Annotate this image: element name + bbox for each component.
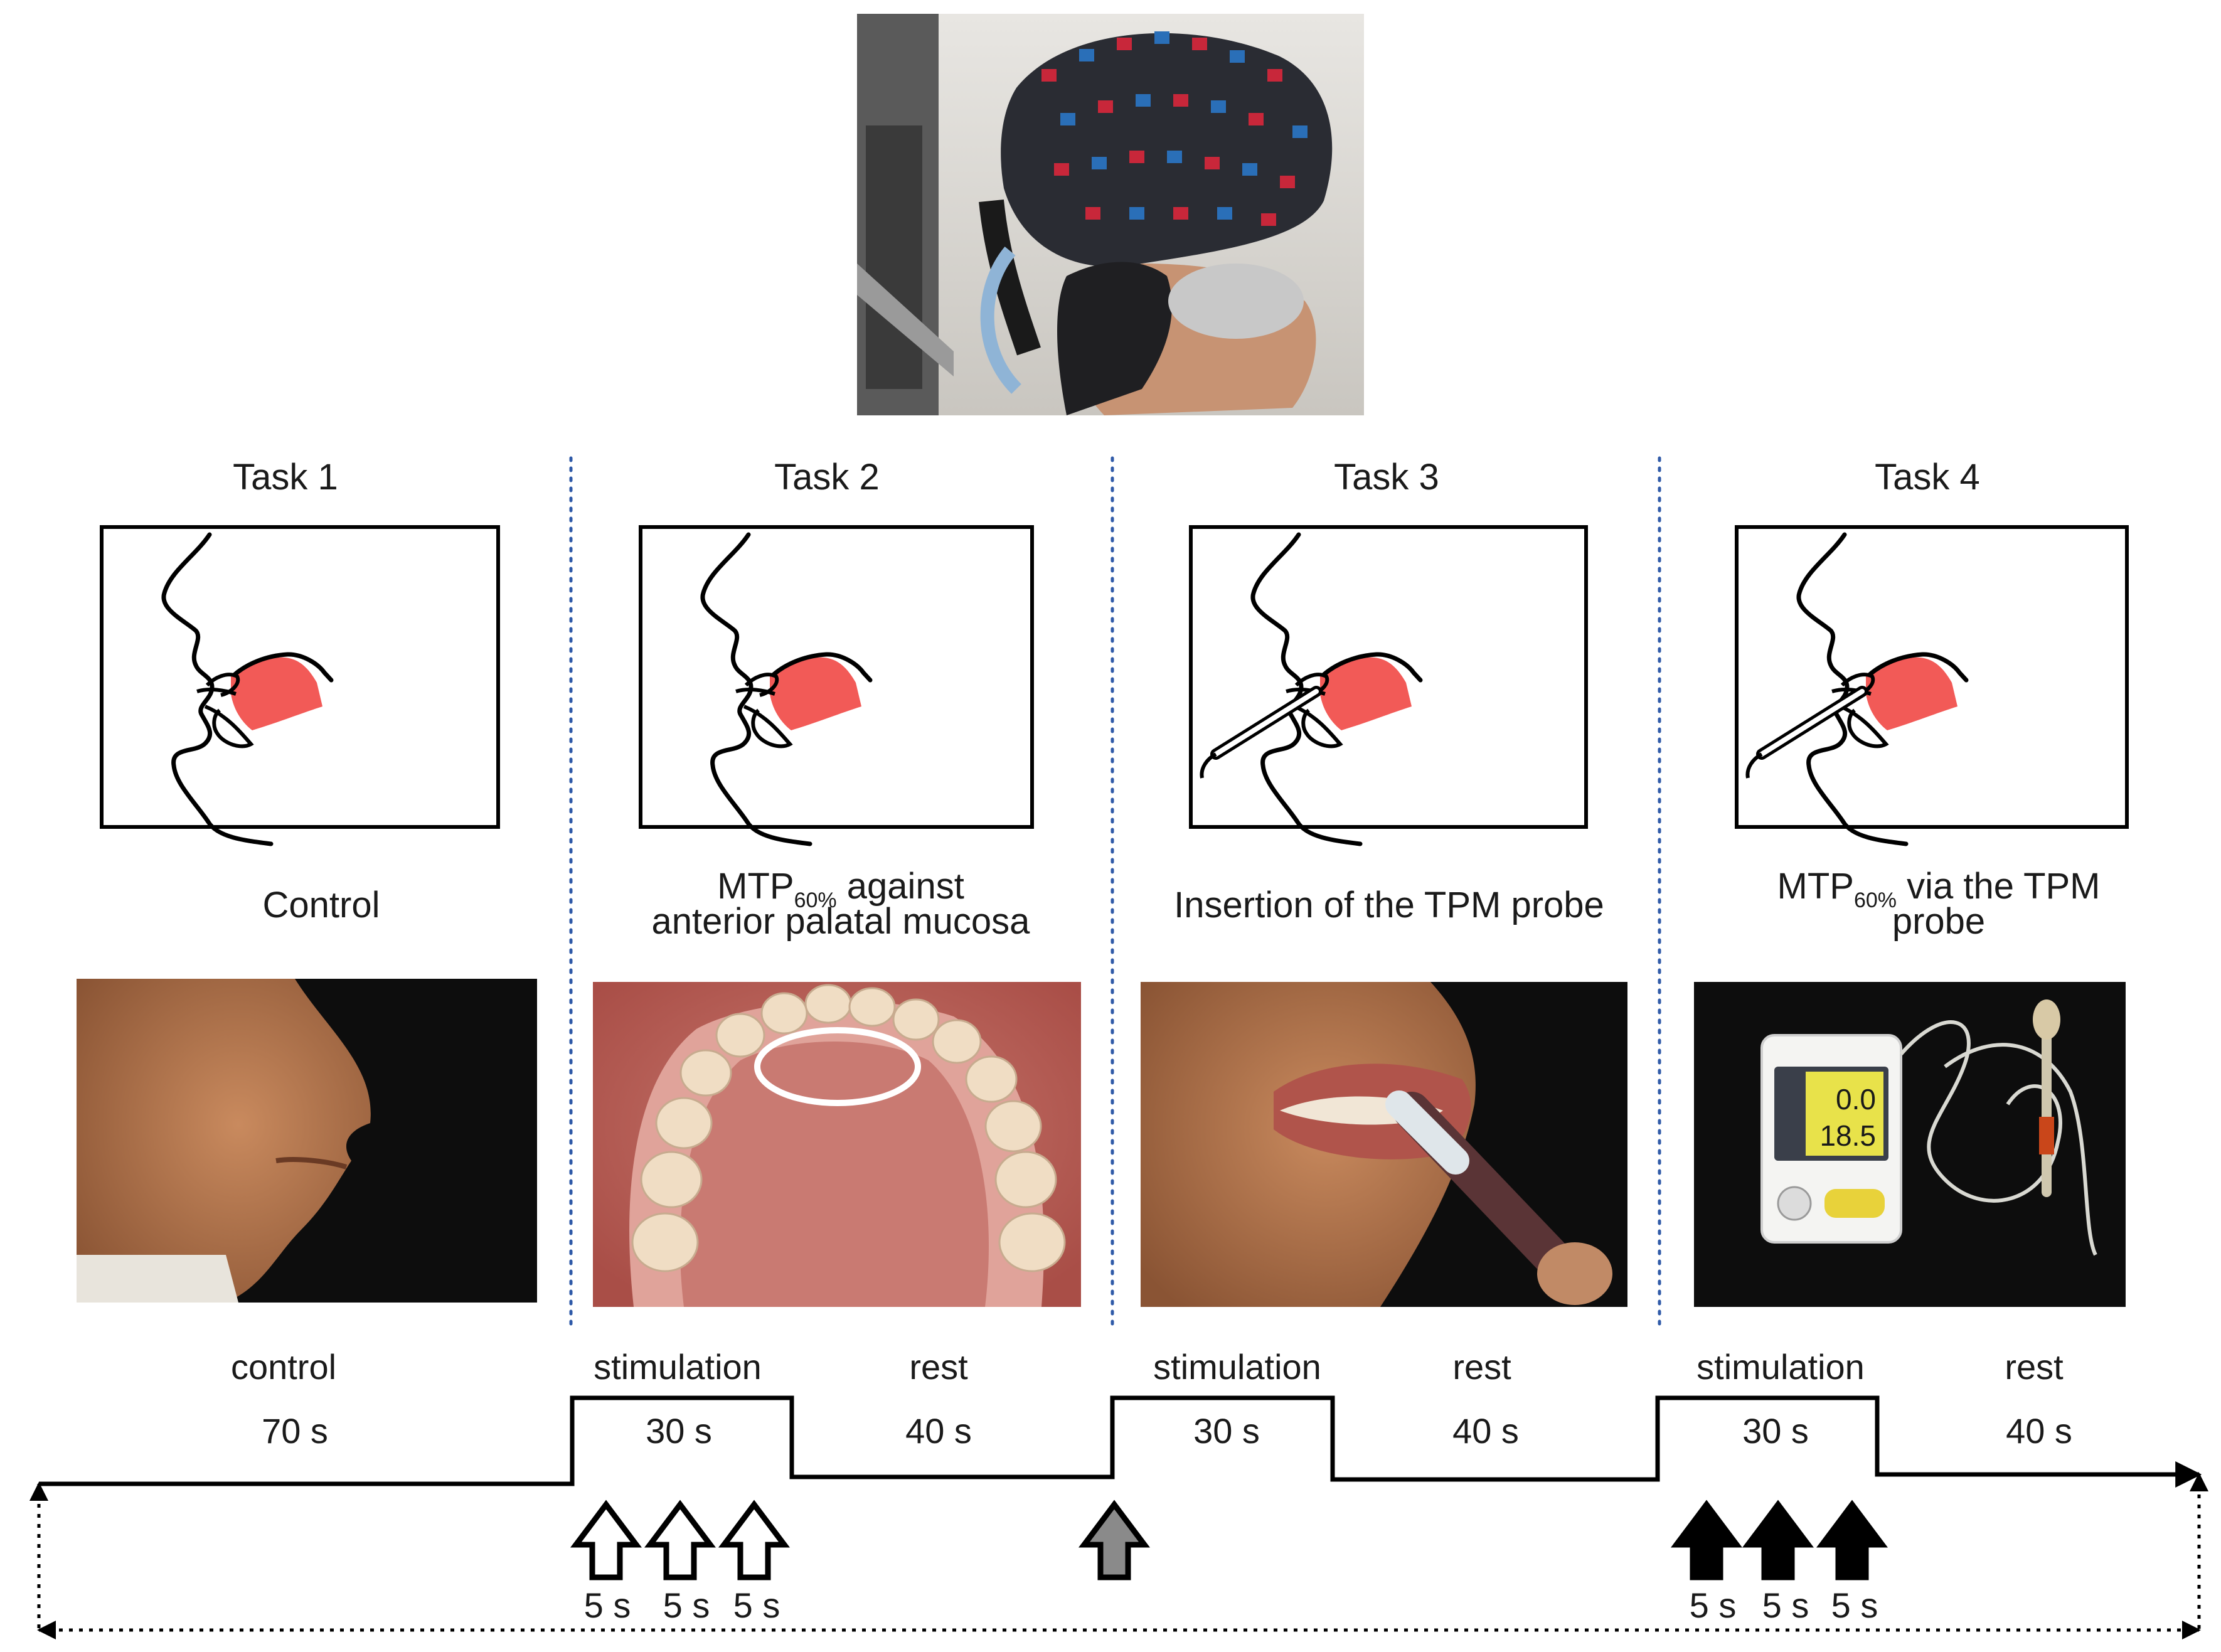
open-arrow-3 [718,1500,790,1580]
eeg-electrodes [1041,31,1308,226]
display-bottom-value: 18.5 [1819,1119,1876,1152]
stimulation-site-marker [754,1027,921,1106]
tpm-device: 0.0 18.5 [1760,1034,1902,1244]
interval-label-2: 5 s [663,1585,710,1625]
phase-duration-stimulation-2: 30 s [1193,1411,1260,1451]
phase-duration-stimulation-1: 30 s [646,1411,712,1451]
task1-face-photo [77,979,537,1303]
task2-caption-line2: anterior palatal mucosa [652,901,1031,942]
interval-label-1: 5 s [584,1585,631,1625]
task4-title: Task 4 [1875,457,1980,498]
eeg-cap-photo [857,14,1364,415]
interval-label-4: 5 s [1690,1585,1737,1625]
interval-label-5: 5 s [1762,1585,1809,1625]
display-top-value: 0.0 [1836,1083,1876,1116]
black-arrow-3 [1816,1500,1888,1580]
task2-caption-main: MTP [717,866,794,907]
task2-palate-photo [593,982,1081,1307]
phase-duration-rest-3: 40 s [2006,1411,2072,1451]
task4-caption-rest: via the TPM [1897,866,2101,907]
phase-label-stimulation-1: stimulation [594,1347,762,1387]
task-separators [569,456,1661,1332]
phase-duration-control: 70 s [262,1411,328,1451]
black-arrow-1 [1671,1500,1742,1580]
task2-title: Task 2 [774,457,880,498]
task2-schematic [639,525,1034,844]
gray-arrow [1079,1500,1150,1580]
phase-label-rest-3: rest [2005,1347,2064,1387]
task3-probe-photo [1141,982,1627,1307]
task3-caption: Insertion of the TPM probe [1174,885,1604,925]
task1-title: Task 1 [233,457,338,498]
task4-caption-subscript: 60% [1854,888,1897,912]
task1-caption: Control [263,885,380,925]
task4-device-photo: 0.0 18.5 [1694,982,2126,1307]
open-arrow-2 [644,1500,716,1580]
task4-caption-line2: probe [1892,901,1985,942]
task4-caption-main: MTP [1777,866,1854,907]
task4-schematic [1735,525,2129,844]
phase-duration-rest-2: 40 s [1452,1411,1519,1451]
phase-duration-rest-1: 40 s [905,1411,972,1451]
task2-caption-subscript: 60% [794,888,837,912]
black-arrow-2 [1742,1500,1814,1580]
phase-label-rest-2: rest [1452,1347,1511,1387]
phase-label-control: control [231,1347,336,1387]
task3-schematic [1189,525,1588,844]
phase-label-rest-1: rest [909,1347,968,1387]
tpm-probe-line [1200,686,1322,779]
timeline [29,1395,2208,1639]
task3-title: Task 3 [1334,457,1439,498]
interval-label-3: 5 s [733,1585,780,1625]
task2-caption-rest: against [837,866,964,907]
face-mask [1168,264,1304,339]
task4-caption-line1: MTP60% via the TPM [1777,866,2101,912]
task2-caption-line1: MTP60% against [717,866,964,912]
phase-duration-stimulation-3: 30 s [1742,1411,1809,1451]
tpm-probe-line [1745,686,1868,779]
device-power-button [1777,1186,1812,1221]
phase-label-stimulation-3: stimulation [1696,1347,1865,1387]
phase-label-stimulation-2: stimulation [1153,1347,1321,1387]
interval-label-6: 5 s [1831,1585,1878,1625]
timeline-signal-line [39,1395,2202,1488]
device-start-button [1824,1189,1885,1218]
stimulus-arrows [570,1500,1888,1580]
open-arrow-1 [570,1500,642,1580]
task1-schematic [100,525,500,844]
